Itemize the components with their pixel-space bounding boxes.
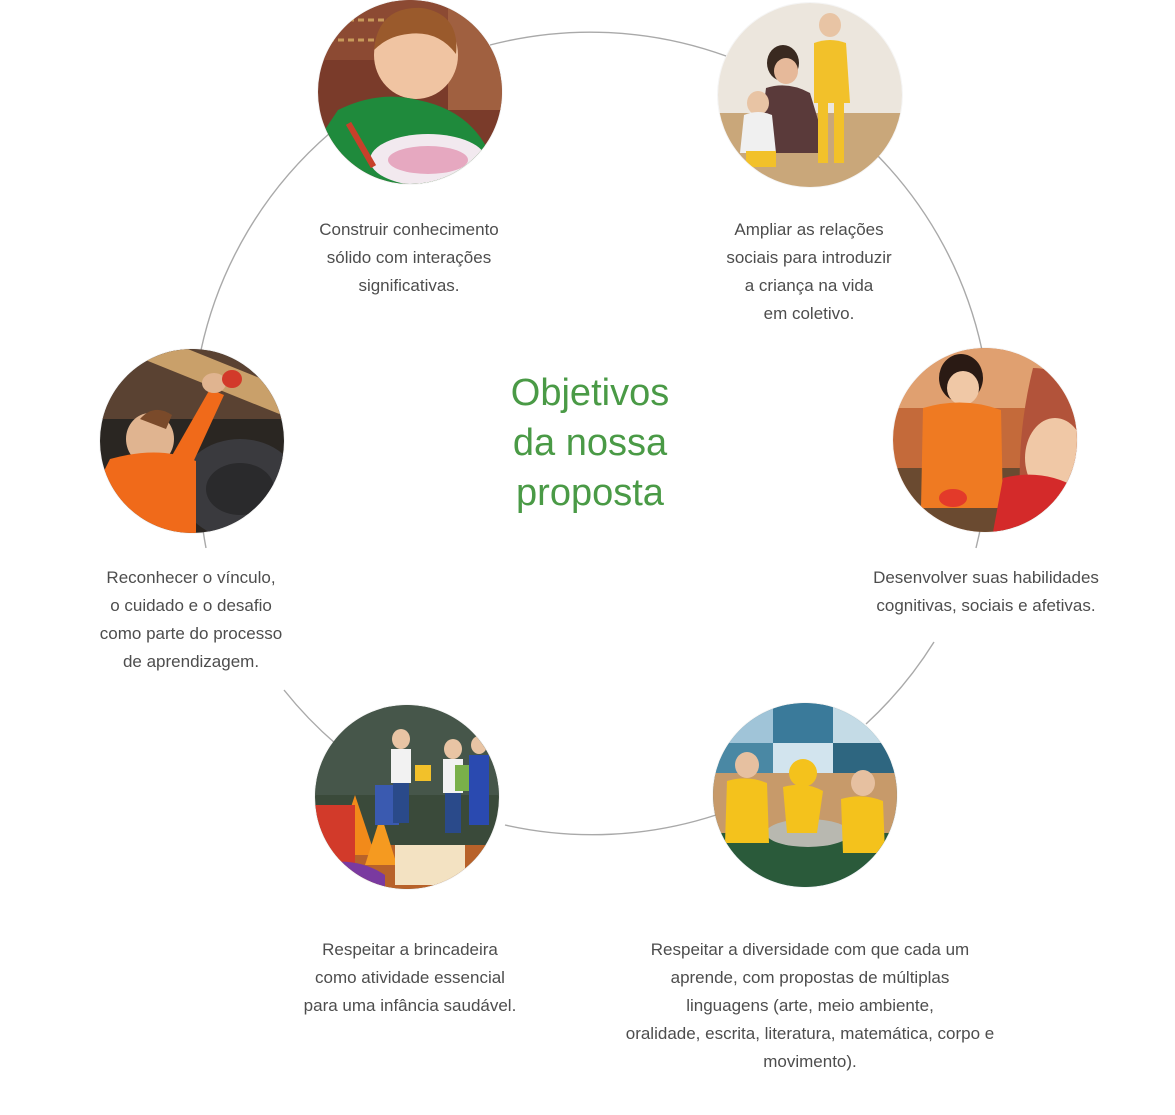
children-sandbox-photo xyxy=(893,348,1077,532)
caption-line: para uma infância saudável. xyxy=(303,996,517,1015)
caption-line: em coletivo. xyxy=(763,304,855,323)
caption-diversidade: Respeitar a diversidade com que cada um … xyxy=(590,936,1030,1076)
ring-arc-top xyxy=(489,31,727,57)
caption-line: linguagens (arte, meio ambiente, xyxy=(686,996,934,1015)
child-climbing-photo xyxy=(100,349,284,533)
children-water-basin-photo xyxy=(713,703,897,887)
caption-line: oralidade, escrita, literatura, matemáti… xyxy=(625,1024,995,1043)
caption-line: Construir conhecimento xyxy=(319,220,499,239)
ring-arc-lower-left xyxy=(283,689,337,745)
caption-line: o cuidado e o desafio xyxy=(110,596,272,615)
caption-line: sólido com interações xyxy=(326,248,492,267)
caption-line: movimento). xyxy=(763,1052,857,1071)
caption-line: como atividade essencial xyxy=(315,968,505,987)
title-line-1: Objetivos xyxy=(510,372,670,414)
caption-ampliar: Ampliar as relações sociais para introdu… xyxy=(674,216,944,328)
caption-desenvolver: Desenvolver suas habilidades cognitivas,… xyxy=(846,564,1126,620)
title-line-2: da nossa xyxy=(512,422,668,464)
caption-line: Desenvolver suas habilidades xyxy=(873,568,1099,587)
caption-line: aprende, com propostas de múltiplas xyxy=(670,968,950,987)
ring-arc-left xyxy=(202,529,207,549)
title-line-3: proposta xyxy=(516,472,664,514)
caption-vinculo: Reconhecer o vínculo, o cuidado e o desa… xyxy=(66,564,316,676)
caption-brincadeira: Respeitar a brincadeira como atividade e… xyxy=(274,936,546,1020)
caption-line: como parte do processo xyxy=(99,624,283,643)
caption-line: Respeitar a diversidade com que cada um xyxy=(650,940,970,959)
ring-arc-bottom xyxy=(504,814,717,836)
caption-line: de aprendizagem. xyxy=(122,652,260,671)
caption-line: Ampliar as relações xyxy=(734,220,884,239)
ring-arc-lower-right xyxy=(865,641,935,725)
diagram-title: Objetivos da nossa proposta xyxy=(470,368,710,518)
caption-line: significativas. xyxy=(358,276,460,295)
ring-arc-upper-left xyxy=(200,132,331,351)
caption-line: sociais para introduzir xyxy=(726,248,892,267)
ring-arc-upper-right xyxy=(877,155,983,351)
caption-line: cognitivas, sociais e afetivas. xyxy=(876,596,1096,615)
caption-construir: Construir conhecimento sólido com intera… xyxy=(274,216,544,300)
boy-drawing-photo xyxy=(318,0,502,184)
caption-line: a criança na vida xyxy=(744,276,874,295)
children-playing-blocks-photo xyxy=(315,705,499,889)
caption-line: Respeitar a brincadeira xyxy=(322,940,498,959)
caption-line: Reconhecer o vínculo, xyxy=(106,568,276,587)
teacher-with-children-photo xyxy=(718,3,902,187)
